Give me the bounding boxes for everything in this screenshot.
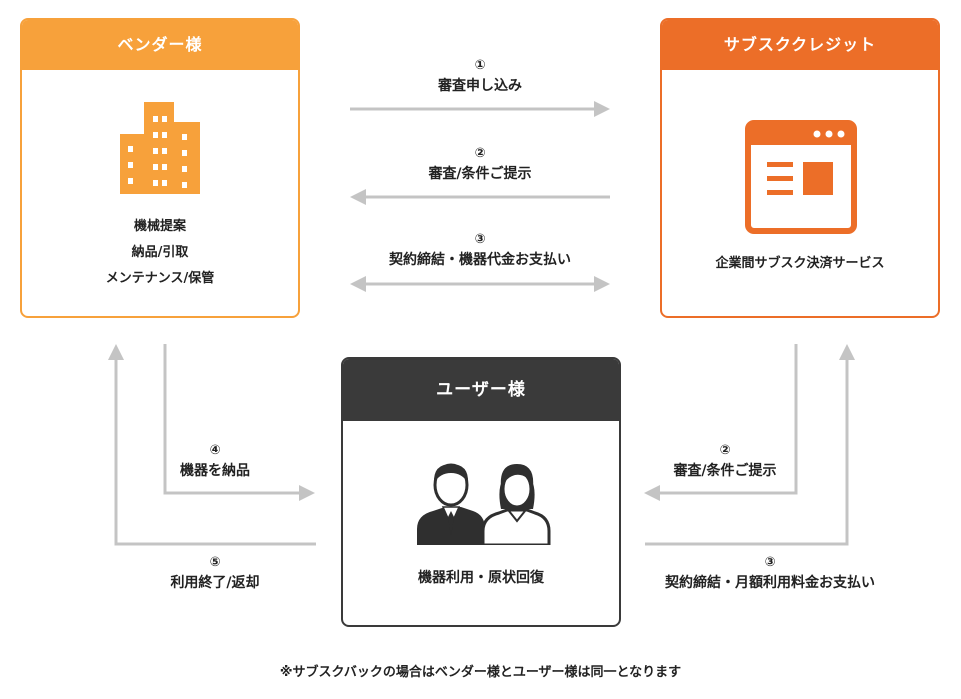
arrowhead-delivery [299,485,315,501]
step-number: ② [474,146,486,161]
man-icon [417,463,485,545]
label-contract-top: ③ 契約締結・機器代金お支払い [340,230,620,270]
vendor-services: 機械提案 納品/引取 メンテナンス/保管 [22,214,298,292]
arrow-review-right [658,344,798,495]
step-number: ④ [209,443,221,458]
vendor-line-3: メンテナンス/保管 [105,271,215,286]
arrow-delivery [163,344,300,495]
subscription-box: サブスククレジット 企業間サブスク決済サービス [660,18,940,318]
user-box: ユーザー様 機器利用・原状回復 [341,357,621,627]
step-number: ② [719,443,731,458]
browser-window-icon [745,120,857,234]
arrowhead-review-top [350,189,366,205]
user-description: 機器利用・原状回復 [418,570,544,586]
user-title: ユーザー様 [343,359,619,421]
arrow-heads [108,101,855,501]
woman-icon [481,464,551,545]
step-number: ③ [764,555,776,570]
step-number: ① [474,58,486,73]
label-return: ⑤ 利用終了/返却 [140,553,290,593]
arrowhead-contract-top-right [594,276,610,292]
arrowhead-review-right [644,485,660,501]
step-text: 審査申し込み [438,78,522,94]
label-delivery: ④ 機器を納品 [160,441,270,481]
business-people-icon [417,463,551,545]
arrow-return [114,358,316,546]
arrowhead-contract-right [839,344,855,360]
arrowhead-application [594,101,610,117]
step-text: 機器を納品 [180,463,250,479]
label-review-right: ② 審査/条件ご提示 [655,441,795,481]
label-review-top: ② 審査/条件ご提示 [380,144,580,184]
subscription-description: 企業間サブスク決済サービス [715,256,885,271]
step-number: ③ [474,232,486,247]
vendor-box: ベンダー様 機械提案 納品/引取 メンテナンス/保管 [20,18,300,318]
step-text: 契約締結・月額利用料金お支払い [665,575,875,591]
vendor-line-1: 機械提案 [133,219,186,234]
footnote: ※サブスクバックの場合はベンダー様とユーザー様は同一となります [279,665,682,680]
arrowhead-contract-top-left [350,276,366,292]
arrowhead-return [108,344,124,360]
label-application: ① 審査申し込み [380,56,580,96]
step-text: 審査/条件ご提示 [428,166,532,182]
label-contract-right: ③ 契約締結・月額利用料金お支払い [640,553,900,593]
vendor-line-2: 納品/引取 [131,245,189,260]
arrow-lines [114,107,849,546]
step-text: 利用終了/返却 [170,575,260,591]
building-icon [120,102,200,194]
step-number: ⑤ [209,555,221,570]
arrow-contract-right [645,358,849,546]
vendor-title: ベンダー様 [22,20,298,70]
step-text: 審査/条件ご提示 [673,463,777,479]
step-text: 契約締結・機器代金お支払い [389,252,571,268]
subscription-title: サブスククレジット [662,20,938,70]
